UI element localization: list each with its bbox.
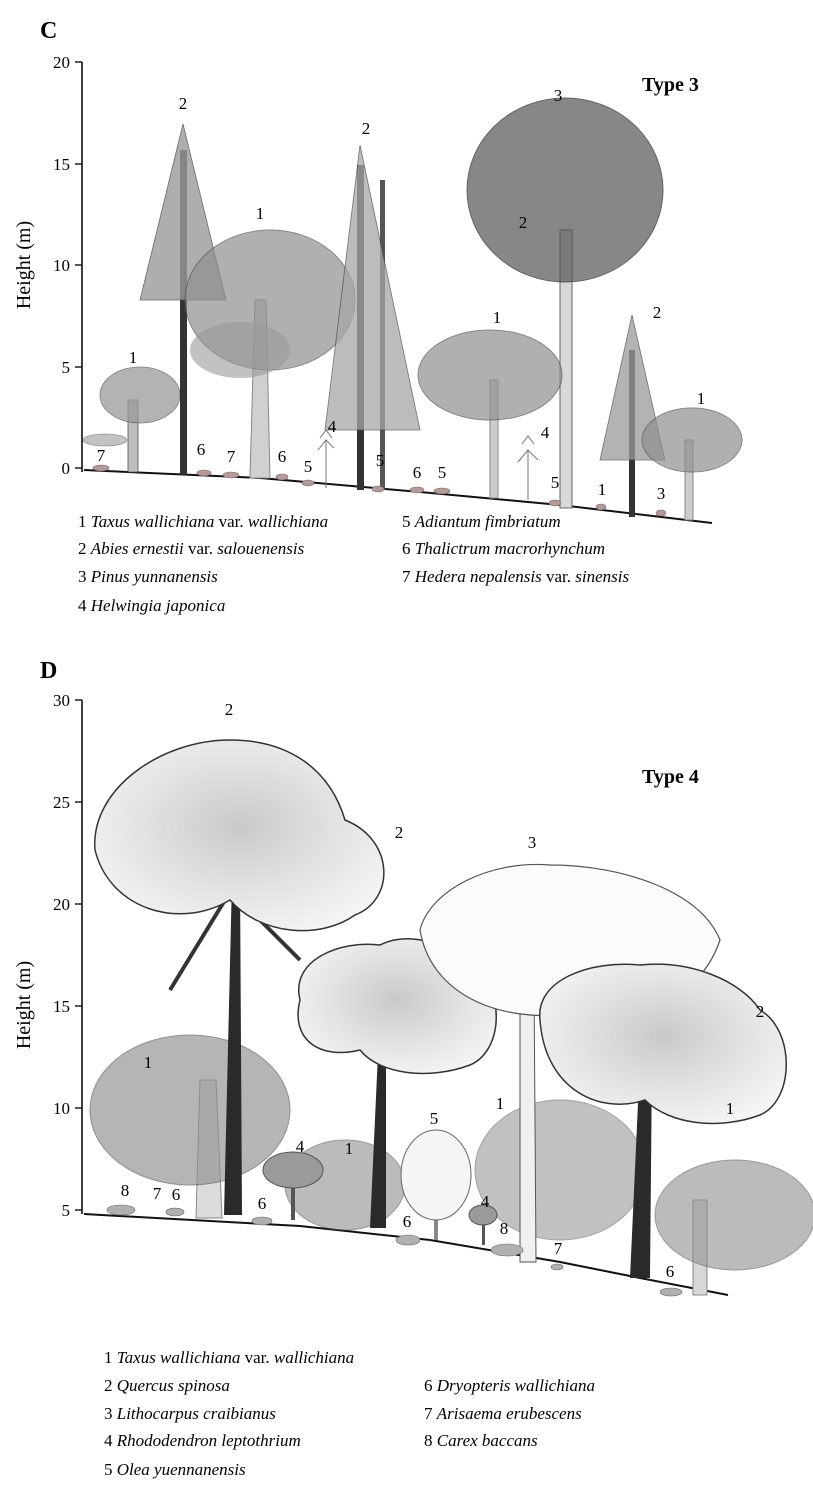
panel-d-tick-label: 25 [53, 793, 70, 812]
plant-number: 2 [519, 213, 528, 232]
panel-d-tick-label: 10 [53, 1099, 70, 1118]
plant-number: 2 [756, 1002, 765, 1021]
plant-number: 1 [144, 1053, 153, 1072]
panel-c-abies-2 [325, 145, 420, 490]
legend-item: 7 Arisaema erubescens [424, 1404, 582, 1423]
panel-c-letter: C [40, 18, 57, 44]
legend-item: 8 Carex baccans [424, 1431, 538, 1450]
plant-number: 3 [528, 833, 537, 852]
plant-number: 2 [179, 94, 188, 113]
legend-item: 4 Helwingia japonica [78, 596, 225, 615]
plant-number: 1 [697, 389, 706, 408]
plant-number: 4 [296, 1137, 305, 1156]
panel-c-tick-label: 0 [62, 459, 71, 478]
plant-number: 6 [172, 1185, 181, 1204]
panel-c-legend: 1 Taxus wallichiana var. wallichiana 2 A… [78, 512, 630, 615]
panel-d-legend: 1 Taxus wallichiana var. wallichiana 2 Q… [104, 1348, 595, 1479]
plant-number: 7 [554, 1239, 563, 1258]
plant-number: 6 [403, 1212, 412, 1231]
panel-d-taxus-right2 [655, 1160, 813, 1295]
legend-item: 2 Quercus spinosa [104, 1376, 230, 1395]
plant-number: 6 [666, 1262, 675, 1281]
plant-number: 6 [258, 1194, 267, 1213]
panel-d-ticks [75, 700, 82, 1210]
legend-item: 5 Olea yuennanensis [104, 1460, 246, 1479]
plant-number: 8 [500, 1219, 509, 1238]
panel-d-letter: D [40, 658, 57, 684]
panel-d-rhododendron-2 [469, 1205, 497, 1245]
plant-number: 1 [345, 1139, 354, 1158]
plant-number: 1 [726, 1099, 735, 1118]
plant-number: 4 [541, 423, 550, 442]
plant-number: 7 [97, 446, 106, 465]
plant-number: 5 [376, 451, 385, 470]
panel-c-abies-3 [600, 315, 665, 517]
panel-c-ticks [75, 62, 82, 468]
legend-item: 3 Pinus yunnanensis [78, 567, 218, 586]
plant-number: 5 [430, 1109, 439, 1128]
plant-number: 6 [413, 463, 422, 482]
plant-number: 8 [121, 1181, 130, 1200]
legend-item: 7 Hedera nepalensis var. sinensis [402, 567, 630, 586]
panel-c-tick-label: 15 [53, 155, 70, 174]
panel-c-type-label: Type 3 [642, 74, 699, 96]
panel-d-tick-label: 15 [53, 997, 70, 1016]
plant-number: 6 [278, 447, 287, 466]
plant-number: 5 [304, 457, 313, 476]
legend-item: 6 Dryopteris wallichiana [424, 1376, 595, 1395]
panel-c-tick-label: 20 [53, 53, 70, 72]
panel-d-tick-label: 5 [62, 1201, 71, 1220]
panel-c-helwingia [318, 430, 538, 500]
legend-item: 6 Thalictrum macrorhynchum [402, 539, 605, 558]
plant-number: 2 [395, 823, 404, 842]
panel-d-tick-label: 30 [53, 691, 70, 710]
plant-number: 1 [493, 308, 502, 327]
legend-item: 2 Abies ernestii var. salouenensis [78, 539, 305, 558]
legend-item: 3 Lithocarpus craibianus [104, 1404, 276, 1423]
panel-d-y-axis-label: Height (m) [13, 961, 35, 1049]
plant-number: 1 [256, 204, 265, 223]
plant-number: 5 [551, 473, 560, 492]
plant-number: 1 [129, 348, 138, 367]
plant-number: 3 [554, 86, 563, 105]
plant-number: 1 [496, 1094, 505, 1113]
plant-number: 5 [438, 463, 447, 482]
panel-c-taxus-right [642, 408, 742, 520]
panel-c-taxus-large [185, 230, 355, 478]
plant-number: 1 [598, 480, 607, 499]
panel-c-tick-label: 5 [62, 358, 71, 377]
plant-number: 2 [653, 303, 662, 322]
plant-number: 2 [362, 119, 371, 138]
plant-number: 4 [481, 1192, 490, 1211]
plant-number: 7 [227, 447, 236, 466]
legend-item: 4 Rhododendron leptothrium [104, 1431, 301, 1450]
panel-c: C Type 3 Height (m) 20 15 10 5 0 [13, 18, 742, 615]
plant-number: 4 [328, 417, 337, 436]
panel-d-olea [401, 1130, 471, 1240]
plant-number: 3 [657, 484, 666, 503]
plant-number: 2 [225, 700, 234, 719]
legend-item: 5 Adiantum fimbriatum [402, 512, 561, 531]
legend-item: 1 Taxus wallichiana var. wallichiana [104, 1348, 354, 1367]
panel-c-tick-label: 10 [53, 256, 70, 275]
legend-item: 1 Taxus wallichiana var. wallichiana [78, 512, 328, 531]
plant-number: 6 [197, 440, 206, 459]
panel-c-y-axis-label: Height (m) [13, 221, 35, 309]
plant-number: 7 [153, 1184, 162, 1203]
panel-d-tick-label: 20 [53, 895, 70, 914]
panel-d-type-label: Type 4 [642, 766, 699, 788]
panel-d: D Type 4 Height (m) 30 25 20 15 10 5 0 [13, 658, 813, 1479]
